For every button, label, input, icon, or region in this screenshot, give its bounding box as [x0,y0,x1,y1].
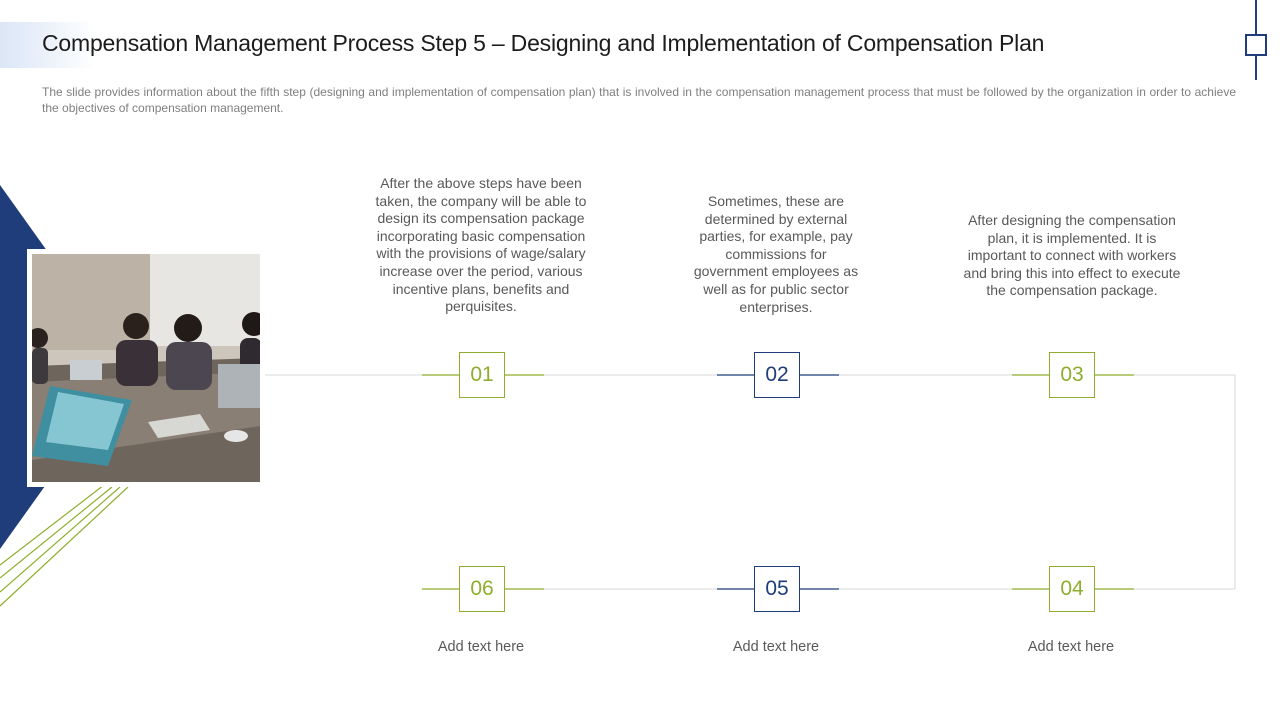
step-02-description: Sometimes, these are determined by exter… [693,193,859,315]
step-05-text: Add text here [732,639,820,655]
title-accent-gradient [0,22,95,68]
slide-subtitle: The slide provides information about the… [42,85,1236,115]
green-diagonal-lines [0,484,129,607]
slide-title: Compensation Management Process Step 5 –… [42,30,1045,56]
step-04-text: Add text here [1027,639,1115,655]
meeting-photo [32,254,260,482]
corner-accent-square [1245,34,1267,56]
step-03-box: 03 [1049,352,1095,398]
step-02-box: 02 [754,352,800,398]
step-03-description: After designing the compensation plan, i… [963,212,1181,299]
step-04-box: 04 [1049,566,1095,612]
step-01-box: 01 [459,352,505,398]
step-06-box: 06 [459,566,505,612]
step-01-description: After the above steps have been taken, t… [375,175,587,315]
step-05-box: 05 [754,566,800,612]
meeting-photo-frame [27,249,265,487]
step-06-text: Add text here [437,639,525,655]
